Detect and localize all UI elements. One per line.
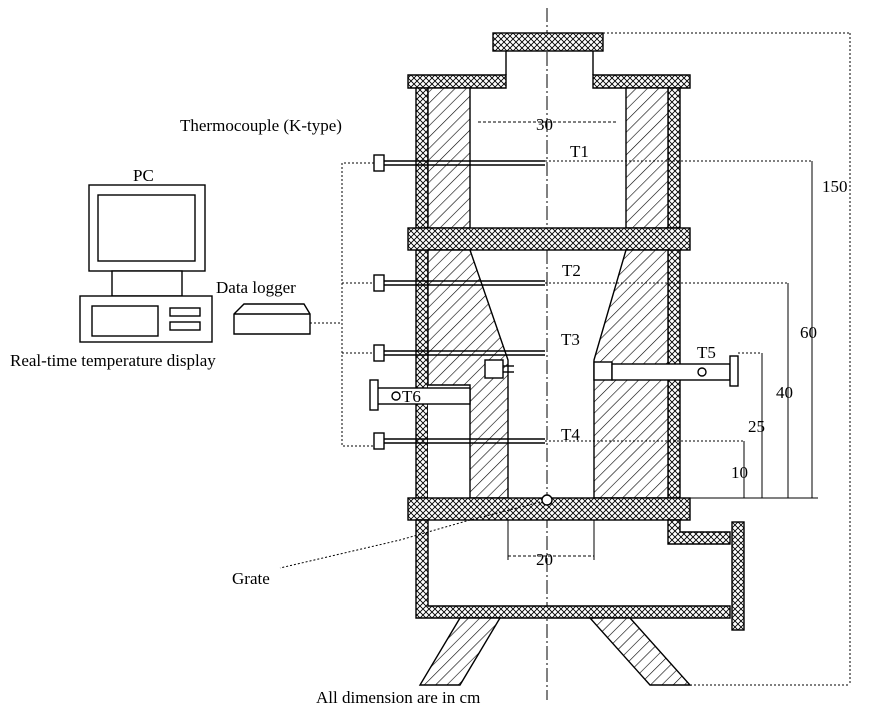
outer-wall-left-upper — [415, 87, 429, 229]
wiring — [310, 162, 374, 447]
dim-150: 150 — [822, 177, 848, 196]
leg-right — [588, 617, 692, 686]
dim-10: 10 — [731, 463, 748, 482]
sensor-t1: T1 — [570, 142, 589, 161]
sensor-t5: T5 — [697, 343, 716, 362]
refractory-upper-right — [625, 87, 669, 229]
grate-marker — [541, 494, 553, 506]
dimension-lines — [478, 32, 851, 686]
ash-chamber-right — [667, 519, 731, 545]
sensor-t6: T6 — [402, 387, 421, 406]
ash-chamber — [415, 519, 731, 619]
thermocouple-label: Thermocouple (K-type) — [180, 116, 342, 135]
display-label: Real-time temperature display — [10, 351, 216, 370]
sensor-t4: T4 — [561, 425, 580, 444]
refractory-upper-left — [427, 87, 471, 229]
pc — [79, 184, 213, 343]
sensor-t2: T2 — [562, 261, 581, 280]
thermocouple-probes — [369, 154, 739, 450]
dim-25: 25 — [748, 417, 765, 436]
data-logger-label: Data logger — [216, 278, 296, 297]
neck — [505, 51, 594, 75]
data-logger — [233, 303, 311, 335]
outer-wall-right-upper — [667, 87, 681, 229]
leg-left — [418, 617, 502, 686]
dim-60: 60 — [800, 323, 817, 342]
outer-wall-left-lower — [415, 249, 429, 499]
top-cap — [492, 32, 604, 52]
units-note: All dimension are in cm — [316, 688, 480, 707]
outlet-flange — [731, 521, 745, 631]
top-flange — [407, 74, 691, 89]
grate-label: Grate — [232, 569, 270, 588]
sensor-t3: T3 — [561, 330, 580, 349]
dim-top-width: 30 — [536, 115, 553, 134]
pc-label: PC — [133, 166, 154, 185]
dim-bottom-width: 20 — [536, 550, 553, 569]
dim-40: 40 — [776, 383, 793, 402]
grate-leader — [279, 501, 541, 569]
middle-flange — [407, 227, 691, 251]
